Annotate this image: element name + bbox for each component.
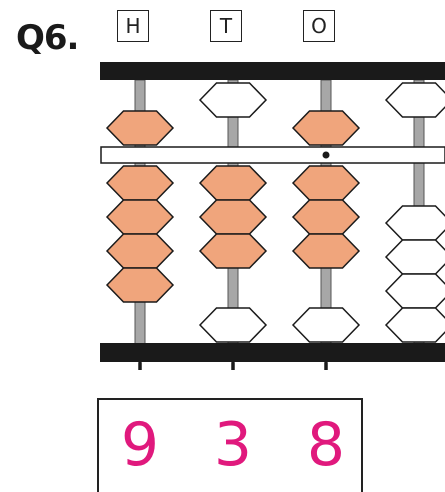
arrow-down-icon-tens: [231, 361, 235, 370]
arrow-down-icon-ones: [324, 361, 328, 370]
earth-bead-tens-4: [198, 307, 268, 343]
question-label: Q6.: [16, 18, 79, 58]
earth-bead-hundreds-2: [105, 199, 175, 235]
earth-bead-extra-2: [384, 239, 445, 275]
earth-bead-tens-3: [198, 233, 268, 269]
earth-bead-ones-3: [291, 233, 361, 269]
answer-box: [97, 398, 363, 492]
earth-bead-extra-1: [384, 205, 445, 241]
earth-bead-extra-4: [384, 307, 445, 343]
heaven-bead-tens: [198, 82, 268, 118]
earth-bead-ones-4: [291, 307, 361, 343]
arrow-down-icon-hundreds: [138, 361, 142, 370]
answer-digit-tens: 3: [213, 410, 253, 480]
earth-bead-hundreds-1: [105, 165, 175, 201]
unit-dot: [322, 151, 330, 159]
earth-bead-ones-1: [291, 165, 361, 201]
heaven-bead-ones: [291, 110, 361, 146]
answer-digit-hundreds: 9: [120, 410, 160, 480]
beam: [100, 146, 445, 164]
place-label-ones: O: [303, 10, 335, 42]
earth-bead-extra-3: [384, 273, 445, 309]
place-label-tens: T: [210, 10, 242, 42]
heaven-bead-hundreds: [105, 110, 175, 146]
answer-digit-ones: 8: [306, 410, 346, 480]
earth-bead-tens-1: [198, 165, 268, 201]
earth-bead-ones-2: [291, 199, 361, 235]
earth-bead-hundreds-3: [105, 233, 175, 269]
frame-bottom: [100, 343, 445, 362]
frame-top: [100, 62, 445, 80]
earth-bead-tens-2: [198, 199, 268, 235]
abacus: [100, 62, 445, 370]
heaven-bead-extra: [384, 82, 445, 118]
earth-bead-hundreds-4: [105, 267, 175, 303]
place-label-hundreds: H: [117, 10, 149, 42]
